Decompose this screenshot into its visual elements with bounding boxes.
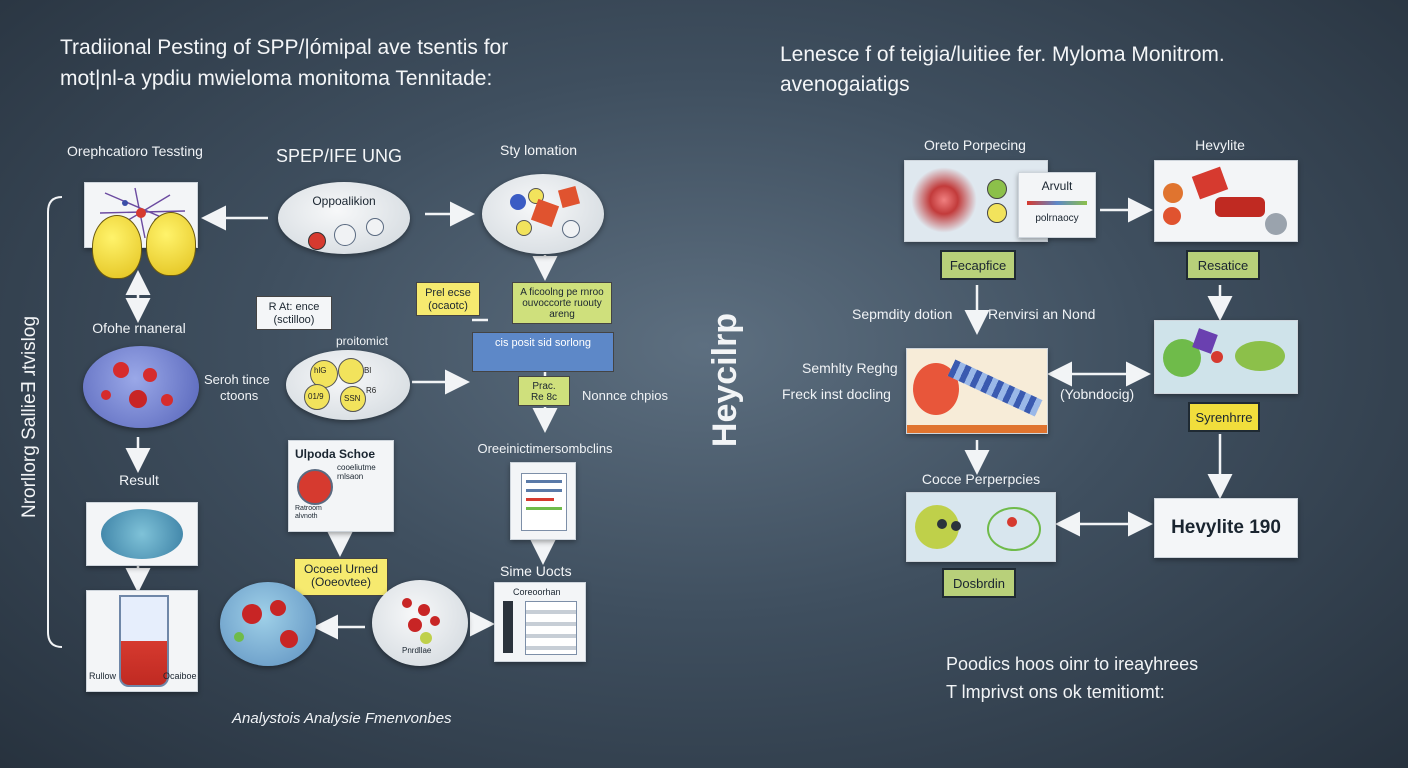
sime-uocts-label: Sime Uocts: [500, 563, 572, 579]
left-title-line1: Tradiional Pesting of SPP/|ómipal ave ts…: [60, 36, 509, 59]
schoe-note: Ratroom alvnoth: [295, 505, 322, 520]
spep-header: SPEP/IFE UNG: [276, 146, 403, 166]
hevylite-image: [1154, 160, 1298, 242]
right-title-line1: Lenesce f of teigia/luitiee fer. Myloma …: [780, 43, 1225, 66]
hevylite-red-block-icon: [1191, 166, 1229, 200]
c-orange-bar: [907, 425, 1047, 433]
schoe-title: Ulpoda Schoe: [295, 447, 376, 461]
right-footer-line1: Poodics hoos oinr to ireayhrees: [946, 654, 1199, 674]
d-green-blob-icon: [1235, 341, 1285, 371]
schoe-card: Ulpoda Schoe cooeliutme rnlsaon Ratroom …: [288, 440, 394, 532]
semhlty-text: Semhlty Reghg: [802, 360, 898, 376]
hevylite-band-icon: [1215, 197, 1265, 217]
yellow-organ-right-icon: [146, 212, 196, 276]
ficoolng-green-tag: A ficoolng pe rnroo ouvoccorte ruouty ar…: [512, 282, 612, 324]
result-dish-icon: [101, 509, 183, 559]
left-title-line2: mot|nl-a ypdiu mwieloma monitoma Tennita…: [60, 67, 493, 90]
fecapfice-badge: Fecapfice: [940, 250, 1016, 280]
test-tube-icon: [119, 595, 169, 687]
coreoorhan-bar-icon: [503, 601, 513, 653]
proteo-code-4: R6: [366, 386, 377, 395]
yobndocig-text: (Yobndocig): [1060, 386, 1135, 402]
cocce-label: Cocce Perperpcies: [921, 471, 1041, 487]
freck-text: Freck inst docling: [782, 386, 891, 402]
urned-yellow-tag: Ocoeel Urned (Ooeovtee): [294, 558, 388, 596]
proteo-oval: hlG Bl 01/9 R6 SSN: [286, 350, 410, 420]
tube-right-label: Ocaiboe: [163, 671, 197, 681]
nonnce-text: Nonnce chpios: [582, 388, 668, 403]
serum-text2: ctoons: [220, 388, 259, 403]
schoe-sub: cooeliutme rnlsaon: [337, 463, 376, 481]
coreoorhan-grid-icon: [525, 601, 577, 655]
hevylite-label: Hevylite: [1195, 137, 1245, 153]
mineral-label: Ofohe rnaneral: [92, 320, 186, 336]
coreoorhan-card: Coreoorhan: [494, 582, 586, 662]
schoe-circle-icon: [297, 469, 333, 505]
resatice-badge: Resatice: [1186, 250, 1260, 280]
syrenhrre-badge: Syrenhrre: [1188, 402, 1260, 432]
result-image: [86, 502, 198, 566]
side-bracket: [47, 196, 63, 648]
dotted-cluster-oval: Pnrdllae: [372, 580, 468, 666]
proteo-code-2: Bl: [364, 366, 372, 375]
stylomation-oval: [482, 174, 604, 254]
serum-text: Seroh tince: [204, 372, 270, 387]
prac-green-tag: Prac. Re 8c: [518, 376, 570, 406]
testing-label: Orephcatioro Tessting: [67, 143, 203, 159]
dosbrdin-badge: Dosbrdin: [942, 568, 1016, 598]
c-blue-stripe-icon: [947, 359, 1043, 417]
side-vertical-label: Nrorllorg Sallie∃ ɹtvislog: [19, 315, 40, 519]
d-image: [1154, 320, 1298, 394]
arvult-sub: polrnaocy: [1035, 213, 1079, 224]
center-vertical-text: Heycilrp: [706, 312, 744, 448]
stylo-red-square-icon-2: [557, 185, 581, 209]
sepmdity-text: Sepmdity dotion: [852, 306, 953, 322]
arvult-card: Arvult polrnaocy: [1018, 172, 1096, 238]
yellow-organ-left-icon: [92, 215, 142, 279]
cell-oval: [83, 346, 199, 428]
proteo-code-1: hlG: [314, 366, 327, 375]
report-doc-icon: [521, 473, 567, 531]
e-image: [906, 492, 1056, 562]
coreoorhan-title: Coreoorhan: [513, 587, 561, 597]
spep-oval-label: Oppoalikion: [312, 194, 376, 208]
arvult-dots-icon: [1027, 201, 1087, 205]
cis-posit-blue-tag: cis posit sid sorlong: [472, 332, 614, 372]
oreeinicti-label: Oreeinictimersombclins: [477, 441, 613, 456]
arvult-title: Arvult: [1041, 179, 1073, 193]
prel-yellow-tag: Prel ecse (ocaotc): [416, 282, 480, 316]
spep-oval: Oppoalikion: [278, 182, 410, 254]
e-network-icon: [987, 507, 1041, 551]
proteo-code-3: 01/9: [308, 392, 324, 401]
c-image: [906, 348, 1048, 434]
at-ence-tag: R At: ence (sctilloo): [256, 296, 332, 330]
oreto-label: Oreto Porpecing: [924, 137, 1026, 153]
proteo-code-5: SSN: [344, 394, 361, 403]
renvirsi-text: Renvirsi an Nond: [988, 306, 1096, 322]
report-chart-card: [510, 462, 576, 540]
tube-image: Rullow Ocaiboe: [86, 590, 198, 692]
oreto-burst-icon: [911, 167, 977, 233]
hevylite-result-box: Hevylite 190: [1154, 498, 1298, 558]
right-footer-line2: T lmprivst ons ok temitiomt:: [946, 682, 1165, 702]
red-cluster-oval: [220, 582, 316, 666]
cluster-small-label: Pnrdllae: [402, 646, 432, 655]
right-title-line2: avenogaiatigs: [780, 73, 910, 96]
tube-left-label: Rullow: [89, 671, 117, 681]
proteo-label: proitomict: [336, 334, 389, 348]
left-footer: Analystois Analysie Fmenvonbes: [232, 710, 452, 727]
result-label: Result: [119, 472, 159, 488]
stylomation-header: Sty lomation: [500, 142, 578, 158]
